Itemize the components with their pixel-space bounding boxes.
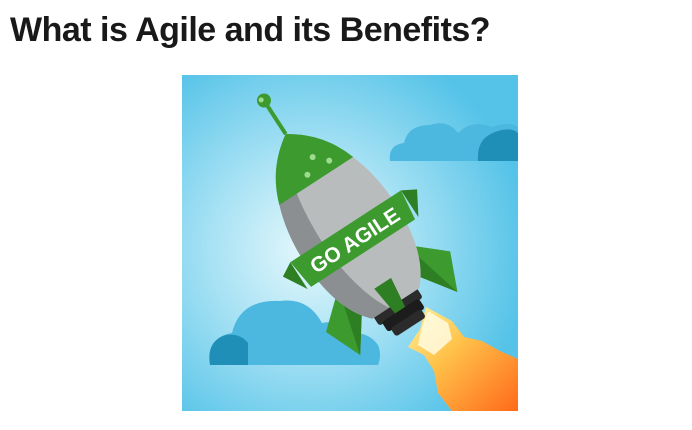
go-agile-banner <box>290 190 416 287</box>
rocket-fin-center <box>374 277 406 314</box>
rocket-illustration-svg: GO AGILE <box>182 75 518 411</box>
cloud-bottom-left <box>209 300 380 365</box>
rocket-nose-cone <box>275 134 354 205</box>
cloud-top-right <box>389 123 518 161</box>
rocket: GO AGILE <box>256 93 458 356</box>
article-title: What is Agile and its Benefits? <box>10 11 491 49</box>
rocket-flame <box>408 307 518 411</box>
rocket-antenna <box>265 104 288 136</box>
antenna-ball <box>256 93 271 108</box>
go-agile-rocket-image: GO AGILE <box>182 75 518 411</box>
